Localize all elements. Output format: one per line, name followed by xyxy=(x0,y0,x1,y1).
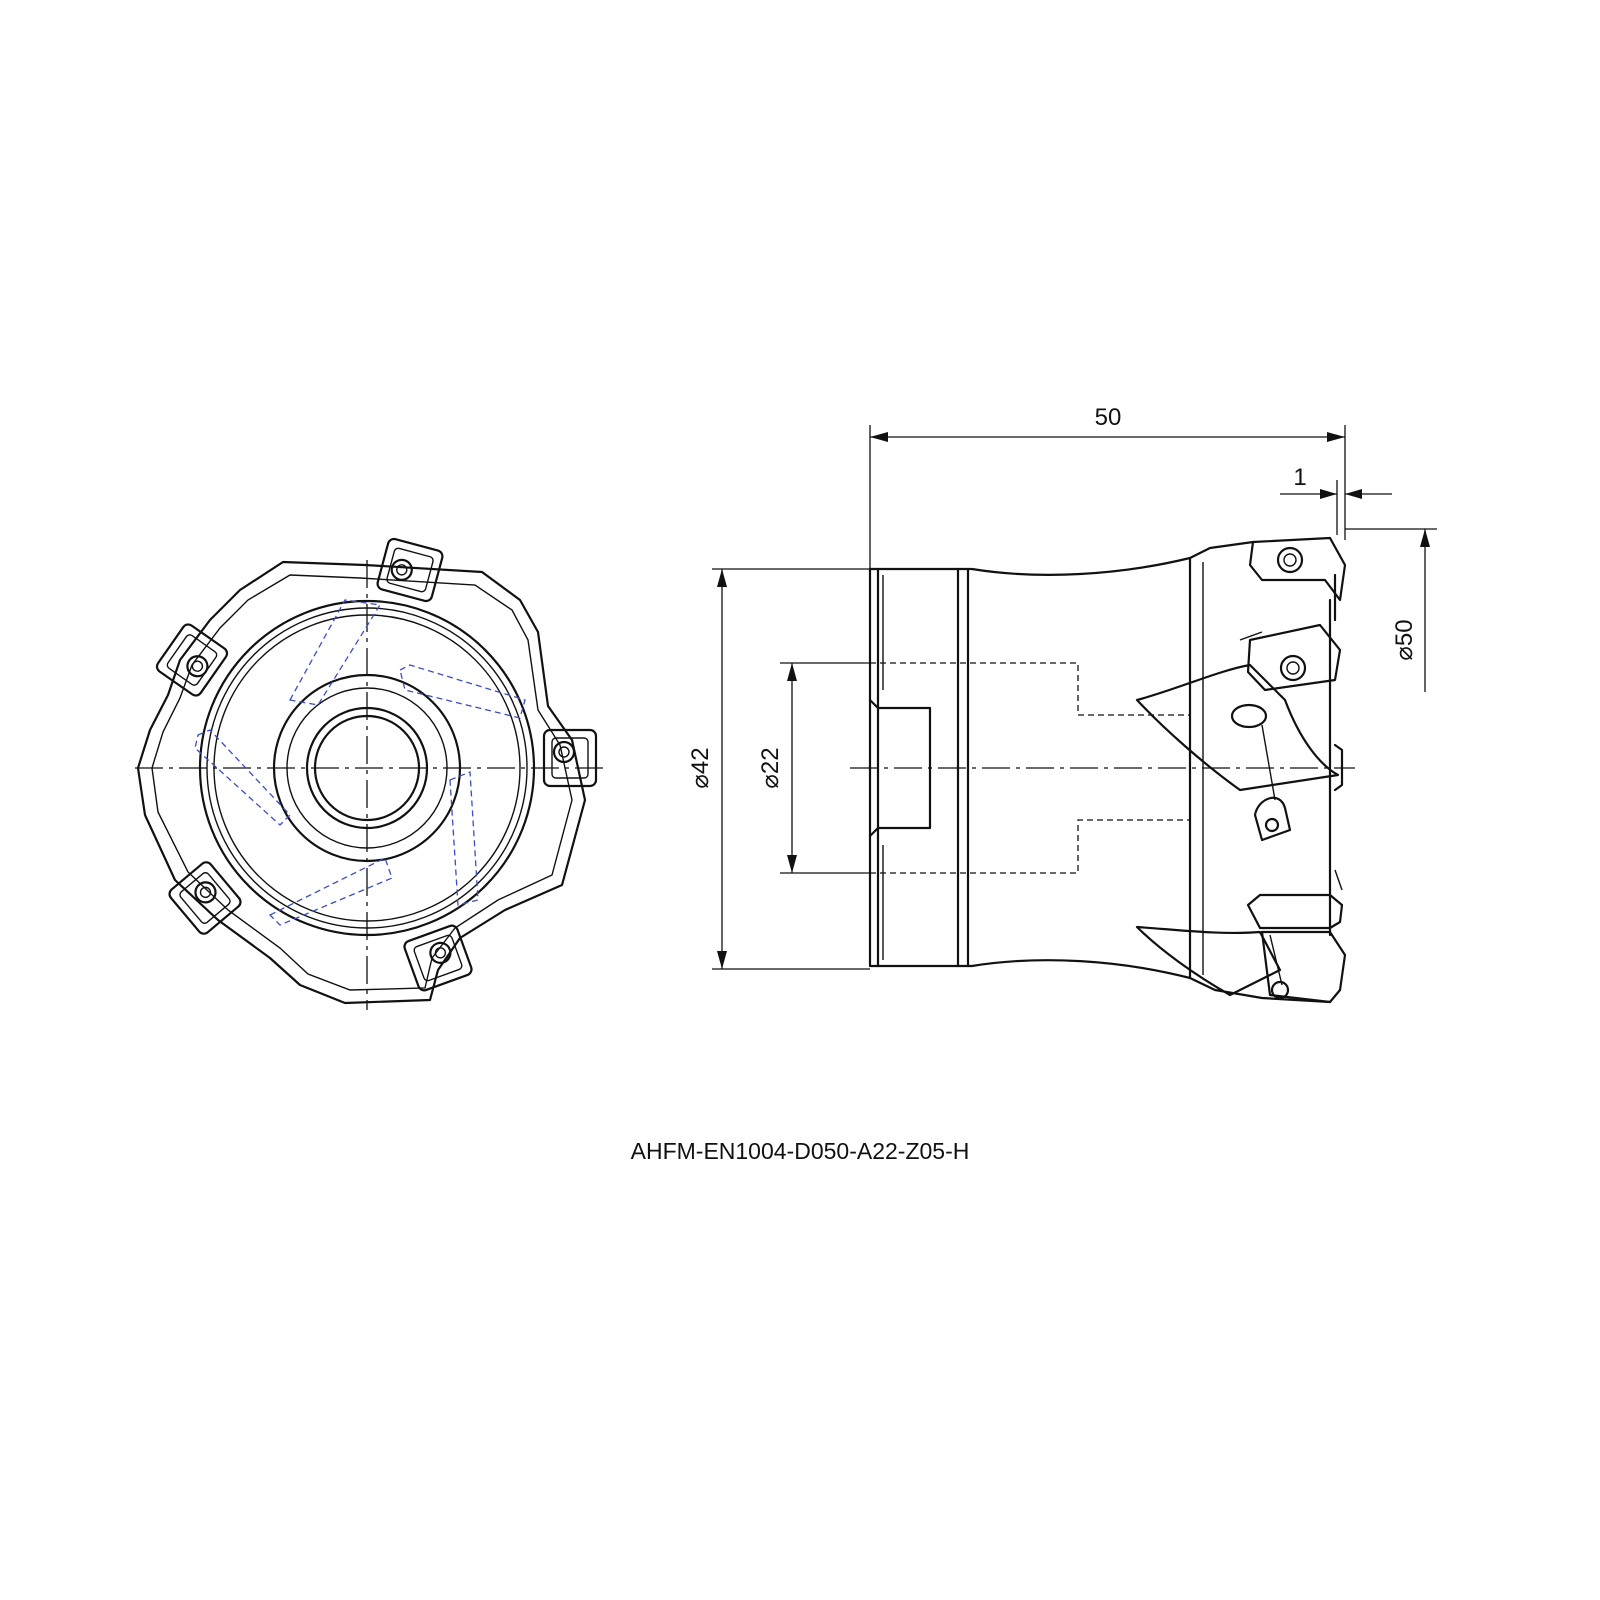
side-shank-outline xyxy=(868,567,880,968)
side-view xyxy=(850,536,1355,1004)
front-face-ring xyxy=(206,607,528,929)
dim-d50-label: ⌀50 xyxy=(1391,619,1418,660)
side-insert-fourth xyxy=(1246,869,1344,930)
front-hidden-feature-lower-right xyxy=(449,771,479,906)
front-insert-top xyxy=(376,537,444,603)
side-neck-top xyxy=(956,556,1192,576)
dimensions: 50 1 ⌀50 ⌀42 ⌀22 xyxy=(687,404,1437,970)
side-insert-top xyxy=(1248,536,1347,622)
dim-50-arrow-right xyxy=(1327,432,1345,442)
model-code-caption: AHFM-EN1004-D050-A22-Z05-H xyxy=(630,1138,970,1164)
front-hidden-feature-bottom xyxy=(268,857,393,926)
front-body-outline xyxy=(136,560,587,1005)
front-bore-inner-circle xyxy=(313,714,421,822)
side-neck-bottom xyxy=(956,959,1192,980)
dim-50-arrow-left xyxy=(870,432,888,442)
side-keyway xyxy=(868,698,932,838)
dim-d50-arrow xyxy=(1420,529,1430,547)
front-insert-right xyxy=(542,728,598,788)
front-insert-bottom-right xyxy=(403,924,473,992)
side-chip-pocket-upper xyxy=(1135,663,1340,792)
front-body-inner-outline xyxy=(151,574,573,991)
dim-d22-label: ⌀22 xyxy=(757,747,784,788)
dim-d42-label: ⌀42 xyxy=(687,747,714,788)
front-face-outer-circle xyxy=(198,599,536,937)
front-face-ring-inner xyxy=(213,614,521,922)
dim-1-label: 1 xyxy=(1293,464,1306,491)
dim-1-arrow-left xyxy=(1320,489,1337,499)
front-view xyxy=(135,537,605,1010)
dim-d42-arrow-top xyxy=(717,569,727,587)
side-hidden-bore-top xyxy=(870,662,1190,716)
front-hub-circle xyxy=(272,673,462,863)
side-head-bottom xyxy=(1188,976,1332,1004)
side-head-top xyxy=(1188,540,1255,560)
side-coolant-hole xyxy=(1230,703,1268,729)
dim-d22-arrow-bottom xyxy=(787,855,797,873)
side-insert-bottom xyxy=(1260,930,1347,1004)
front-insert-left xyxy=(155,623,229,697)
dim-50-label: 50 xyxy=(1095,404,1122,431)
dim-d22-arrow-top xyxy=(787,663,797,681)
front-bore-circle xyxy=(305,706,429,830)
side-hidden-bore-bottom xyxy=(870,819,1190,874)
front-hub-inner-circle xyxy=(286,687,448,849)
side-insert-second xyxy=(1239,623,1342,692)
dim-d42-arrow-bottom xyxy=(717,951,727,969)
side-insert-middle xyxy=(1253,724,1344,842)
front-hidden-feature-right xyxy=(399,664,526,719)
side-chip-pocket-lower xyxy=(1135,925,1282,997)
front-hidden-feature-left xyxy=(194,729,291,826)
front-insert-bottom-left xyxy=(168,861,242,935)
dim-1-arrow-right xyxy=(1345,489,1362,499)
